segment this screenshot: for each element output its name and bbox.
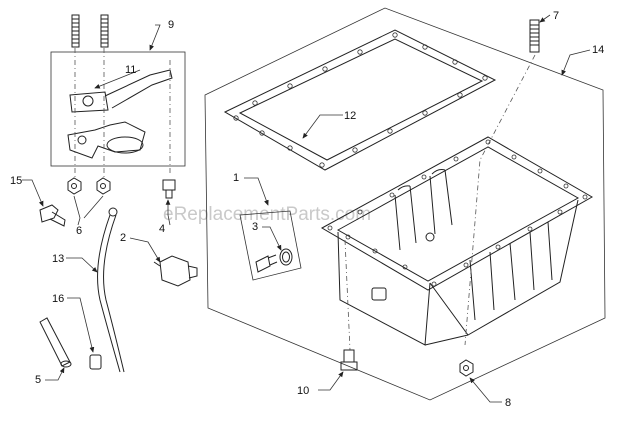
callout-9: 9 [168, 19, 174, 31]
oil-pan [320, 136, 594, 346]
callout-1: 1 [233, 172, 239, 184]
callout-8: 8 [505, 397, 511, 409]
callout-14: 14 [592, 44, 604, 56]
callout-6: 6 [76, 225, 82, 237]
callout-11: 11 [125, 64, 136, 76]
callout-13: 13 [52, 253, 64, 265]
leader-lines [22, 14, 591, 403]
nut-8 [459, 359, 474, 377]
dipstick [97, 207, 125, 373]
studs [71, 14, 109, 48]
seal-16 [89, 354, 102, 370]
watermark-text: eReplacementParts.com [163, 204, 371, 225]
callout-7: 7 [553, 10, 559, 22]
callout-5: 5 [35, 374, 41, 386]
callout-3: 3 [252, 221, 258, 233]
bolt-10 [340, 349, 358, 371]
oil-pan-assembly-outline [204, 7, 606, 401]
alignment-lines [74, 48, 536, 351]
oil-pressure-switch [153, 255, 198, 287]
bolt-4 [162, 179, 176, 199]
tube-5 [39, 317, 72, 368]
drain-plug-assembly [239, 210, 302, 281]
callout-2: 2 [120, 232, 126, 244]
callouts: 1 2 3 4 5 6 7 8 9 10 11 12 13 14 15 16 [10, 10, 604, 409]
stud-7 [529, 19, 540, 53]
callout-15: 15 [10, 175, 22, 187]
callout-12: 12 [344, 110, 356, 122]
callout-10: 10 [297, 385, 309, 397]
oil-pan-gasket [223, 29, 497, 171]
callout-16: 16 [52, 293, 64, 305]
oil-strainer-assembly [50, 51, 186, 167]
sensor-15 [39, 204, 66, 227]
callout-4: 4 [159, 223, 165, 235]
nuts-6 [67, 177, 111, 195]
